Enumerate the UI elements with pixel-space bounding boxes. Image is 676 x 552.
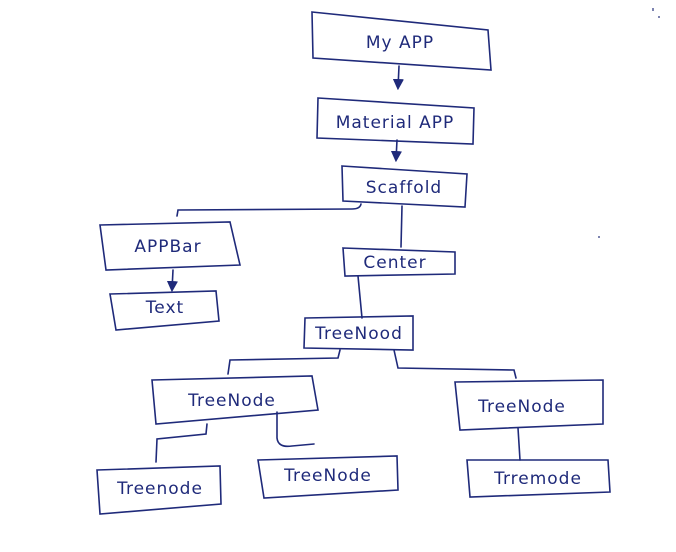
edge-left-treenode-to-leaf-2 (276, 411, 315, 448)
edge-material-app-to-scaffold (390, 139, 403, 163)
edge-right-treenode-to-leaf (517, 427, 521, 461)
edge-treenood-to-right-treenode (393, 349, 517, 379)
node-treenode-right: TreeNode (454, 379, 604, 431)
edge-appbar-to-text (166, 269, 179, 293)
node-label: TreeNood (314, 324, 403, 344)
edge-center-to-treenood (357, 275, 363, 319)
node-label: Trremode (493, 469, 582, 489)
node-label: Text (145, 298, 184, 318)
node-label: TreeNode (477, 397, 566, 417)
node-treenode-leaf-2: TreeNode (257, 455, 399, 499)
node-label: Material APP (336, 113, 455, 133)
node-label: My APP (366, 33, 434, 53)
edge-scaffold-to-appbar (176, 203, 362, 217)
node-label: TreeNode (187, 391, 276, 411)
node-treenood: TreeNood (303, 315, 414, 351)
node-scaffold: Scaffold (341, 165, 468, 208)
node-treenode-left: TreeNode (151, 375, 319, 425)
node-label: Center (363, 253, 426, 273)
node-my-app: My APP (311, 11, 492, 71)
node-center: Center (342, 247, 456, 277)
edge-left-treenode-to-leaf-1 (155, 423, 208, 463)
node-treenode-leaf-1: Treenode (96, 465, 222, 515)
node-material-app: Material APP (316, 97, 475, 145)
edge-scaffold-to-center (400, 205, 403, 248)
node-text: Text (109, 290, 220, 331)
node-label: APPBar (134, 237, 201, 257)
edge-treenood-to-left-treenode (227, 349, 341, 375)
node-trremode-leaf: Trremode (466, 459, 611, 498)
edges (155, 65, 521, 463)
node-appbar: APPBar (99, 221, 241, 271)
node-label: Treenode (116, 479, 203, 499)
node-label: Scaffold (366, 178, 442, 198)
edge-my-app-to-material-app (392, 65, 405, 91)
node-label: TreeNode (283, 466, 372, 486)
scan-specks (598, 8, 660, 238)
